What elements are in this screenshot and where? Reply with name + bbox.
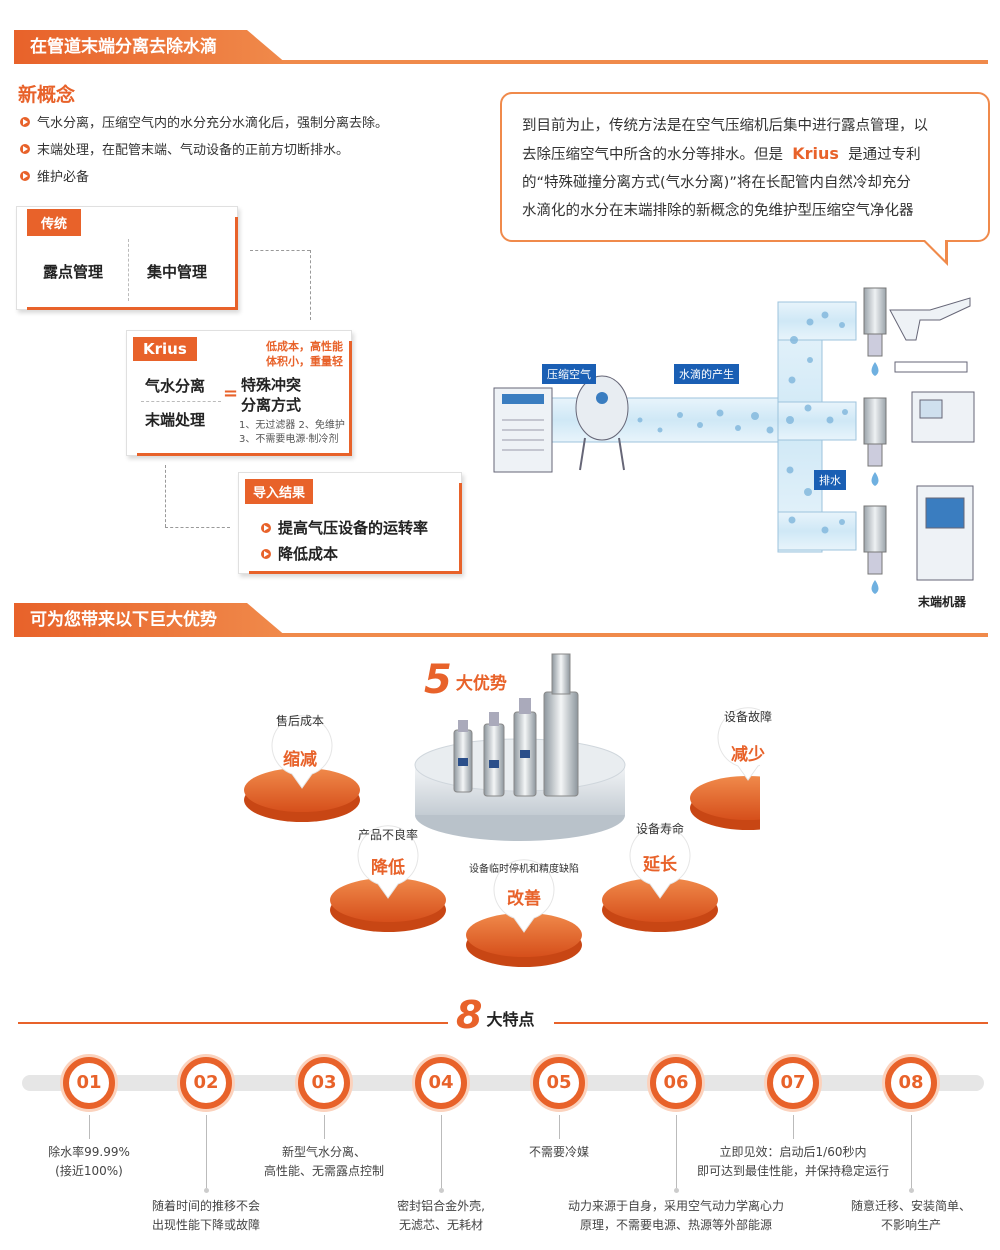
feature-text: 除水率99.99%(接近100%) bbox=[48, 1145, 130, 1178]
feature-number: 03 bbox=[298, 1057, 350, 1109]
result-item: 提高气压设备的运转率 bbox=[261, 517, 428, 538]
concept-bullet: 气水分离，压缩空气内的水分充分水滴化后，强制分离去除。 bbox=[20, 112, 388, 131]
feature-dot bbox=[204, 1188, 209, 1193]
connector bbox=[310, 250, 311, 320]
connector bbox=[165, 465, 166, 527]
advantage-main: 改善 bbox=[507, 889, 541, 909]
heading-rule bbox=[554, 1022, 988, 1024]
feature-text: 不需要冷媒 bbox=[528, 1145, 589, 1159]
concept-title: 新概念 bbox=[18, 84, 76, 106]
terminal-label: 末端处理 bbox=[145, 411, 206, 429]
piping-diagram bbox=[493, 287, 975, 594]
advantage-caption: 设备临时停机和精度缺陷 bbox=[469, 864, 579, 875]
feature-connector bbox=[89, 1115, 90, 1139]
advantages-graphic bbox=[244, 653, 760, 967]
feature-text: 新型气水分离、高性能、无需露点控制 bbox=[263, 1145, 384, 1178]
feature-connector bbox=[793, 1115, 794, 1139]
advantage-caption: 产品不良率 bbox=[357, 828, 418, 842]
traditional-card: 传统 露点管理 集中管理 bbox=[16, 206, 238, 310]
traditional-tag: 传统 bbox=[27, 209, 82, 236]
result-item: 降低成本 bbox=[261, 543, 338, 564]
krius-logo: Krius bbox=[133, 337, 197, 361]
features-title: 8 大特点 bbox=[456, 993, 535, 1037]
feature-text: 密封铝合金外壳,无滤芯、无耗材 bbox=[397, 1199, 485, 1232]
dew-point-label: 露点管理 bbox=[43, 263, 104, 281]
terminal-device-label: 末端机器 bbox=[918, 595, 967, 609]
advantages-title: 5 大优势 bbox=[424, 657, 507, 703]
feature-connector bbox=[911, 1115, 912, 1190]
description-bubble: 到目前为止，传统方法是在空气压缩机后集中进行露点管理，以 去除压缩空气中所含的水… bbox=[500, 92, 990, 266]
advantages-number: 5 bbox=[424, 657, 452, 703]
feature-number: 02 bbox=[180, 1057, 232, 1109]
water-drops-label: 水滴的产生 bbox=[674, 364, 739, 384]
feature-dot bbox=[439, 1188, 444, 1193]
concept-bullet: 末端处理，在配管末端、气动设备的正前方切断排水。 bbox=[20, 139, 349, 158]
feature-number: 01 bbox=[63, 1057, 115, 1109]
concept-bullet: 维护必备 bbox=[20, 166, 89, 185]
feature-connector bbox=[324, 1115, 325, 1139]
equals-sign: = bbox=[223, 383, 239, 404]
feature-number: 05 bbox=[533, 1057, 585, 1109]
krius-highlight: 低成本，高性能 体积小，重量轻 bbox=[266, 340, 343, 368]
bullet-icon bbox=[20, 143, 30, 154]
bullet-icon bbox=[20, 116, 30, 127]
pin-markers bbox=[271, 707, 760, 933]
air-tank bbox=[575, 375, 629, 441]
central-label: 集中管理 bbox=[147, 263, 208, 281]
timeline-bar bbox=[22, 1075, 984, 1091]
feature-dot bbox=[909, 1188, 914, 1193]
krius-brand: Krius bbox=[792, 144, 839, 163]
product-images bbox=[453, 653, 579, 797]
section-title: 可为您带来以下巨大优势 bbox=[14, 603, 287, 637]
water-drops bbox=[637, 311, 848, 534]
divider bbox=[141, 401, 221, 402]
feature-text: 立即见效：启动后1/60秒内即可达到最佳性能，并保持稳定运行 bbox=[696, 1145, 889, 1178]
feature-number: 08 bbox=[885, 1057, 937, 1109]
feature-number: 04 bbox=[415, 1057, 467, 1109]
feature-dot bbox=[674, 1188, 679, 1193]
heading-rule bbox=[18, 1022, 448, 1024]
filter-units bbox=[863, 287, 887, 594]
banner-line bbox=[14, 60, 988, 64]
banner-line bbox=[14, 633, 988, 637]
feature-connector bbox=[206, 1115, 207, 1190]
section-title: 在管道末端分离去除水滴 bbox=[14, 30, 287, 64]
feature-text: 随着时间的推移不会出现性能下降或故障 bbox=[151, 1199, 260, 1232]
air-gun bbox=[889, 297, 971, 341]
connector bbox=[250, 250, 310, 251]
bullet-icon bbox=[261, 548, 271, 559]
feature-connector bbox=[441, 1115, 442, 1190]
advantage-discs bbox=[244, 768, 760, 967]
air-water-label: 气水分离 bbox=[145, 377, 206, 395]
section-banner-1: 在管道末端分离去除水滴 bbox=[14, 30, 988, 64]
branch-pipe bbox=[777, 301, 857, 341]
method-label: 特殊冲突 分离方式 bbox=[241, 376, 302, 414]
advantage-caption: 设备寿命 bbox=[635, 822, 684, 836]
connector bbox=[165, 527, 230, 528]
krius-card: Krius 低成本，高性能 体积小，重量轻 气水分离 末端处理 = 特殊冲突 分… bbox=[126, 330, 352, 456]
feature-connector bbox=[676, 1115, 677, 1190]
feature-text: 动力来源于自身，采用空气动力学离心力原理，不需要电源、热源等外部能源 bbox=[567, 1199, 784, 1232]
divider bbox=[128, 239, 129, 301]
advantage-caption: 售后成本 bbox=[275, 714, 324, 728]
advantage-main: 缩减 bbox=[283, 750, 317, 770]
end-devices bbox=[889, 297, 975, 581]
feature-text: 随意迁移、安装简单、不影响生产 bbox=[850, 1199, 971, 1232]
drain-label: 排水 bbox=[814, 470, 846, 490]
section-banner-2: 可为您带来以下巨大优势 bbox=[14, 603, 988, 637]
feature-number: 06 bbox=[650, 1057, 702, 1109]
advantage-caption: 设备故障 bbox=[723, 710, 772, 724]
advantage-main: 延长 bbox=[643, 855, 677, 875]
advantage-main: 减少 bbox=[731, 745, 765, 765]
advantage-main: 降低 bbox=[371, 858, 405, 878]
bullet-icon bbox=[261, 522, 271, 533]
result-card: 导入结果 提高气压设备的运转率 降低成本 bbox=[238, 472, 462, 574]
result-tag: 导入结果 bbox=[245, 479, 314, 504]
feature-connector bbox=[559, 1115, 560, 1139]
method-notes: 1、无过滤器 2、免维护 3、不需要电源·制冷剂 bbox=[239, 420, 345, 445]
bullet-icon bbox=[20, 170, 30, 181]
feature-number: 07 bbox=[767, 1057, 819, 1109]
features-number: 8 bbox=[456, 993, 483, 1037]
compressed-air-label: 压缩空气 bbox=[542, 364, 596, 384]
